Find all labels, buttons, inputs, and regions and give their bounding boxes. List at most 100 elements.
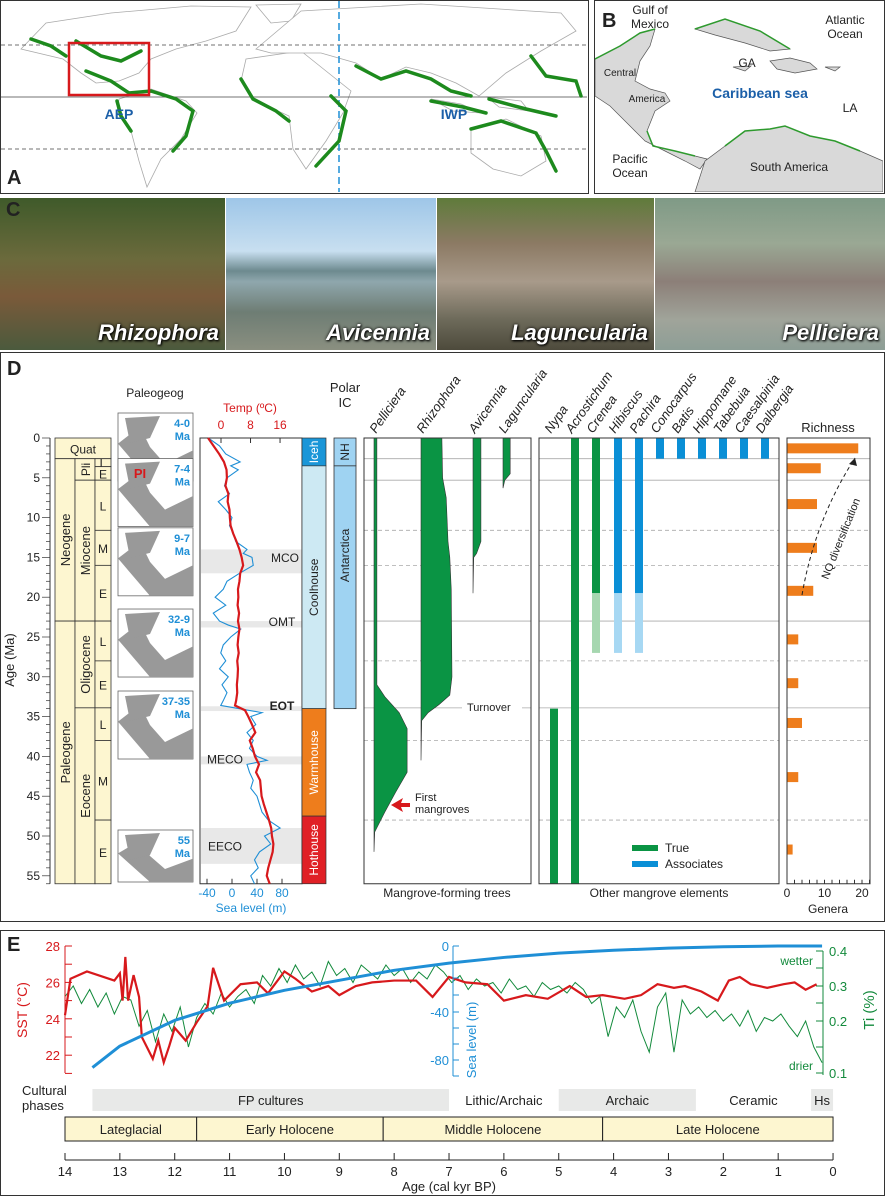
era-paleogene-label: Paleogene: [58, 721, 73, 783]
range-conocarpus: [656, 438, 664, 459]
climate-state-iceh: [301, 437, 327, 467]
first-mangroves-label: First: [415, 792, 436, 804]
age-tick-label: 12: [167, 1164, 181, 1179]
sst-tick-label: 22: [46, 1048, 60, 1063]
paleogeog-title: Paleogeog: [126, 386, 183, 400]
mangrove-coast: [724, 125, 861, 152]
age-tick-label: 30: [27, 670, 41, 684]
label-caribbean-sea: Caribbean sea: [712, 85, 808, 101]
first-mangroves-label: mangroves: [415, 804, 470, 816]
ti-tick-label: 0.4: [829, 944, 847, 959]
age-tick-label: 9: [336, 1164, 343, 1179]
photo-label: Avicennia: [326, 320, 430, 345]
sea-level-curve: [91, 944, 823, 1069]
event-band: [201, 828, 302, 864]
paleogeog-landmass: [125, 694, 160, 722]
landmass: [732, 65, 753, 72]
temp-tick-label: 8: [247, 418, 254, 432]
ti-tick-label: 0.3: [829, 979, 847, 994]
trees-caption: Mangrove-forming trees: [383, 886, 510, 900]
sst-tick-label: 24: [46, 1012, 60, 1027]
cultural-phase-label: FP cultures: [238, 1093, 304, 1108]
richness-bar: [787, 585, 814, 596]
climate-state-label: Coolhouse: [307, 558, 321, 616]
label-pacific-ocean: Ocean: [612, 166, 647, 180]
range-laguncularia: [502, 437, 511, 489]
paleogeog-age-label: 4-0: [174, 418, 190, 430]
range-avicennia: [472, 437, 482, 594]
age-tick-label: 2: [720, 1164, 727, 1179]
range-hibiscus: [614, 438, 622, 594]
subepoch-label: L: [100, 457, 107, 471]
mangrove-distribution: [29, 37, 68, 58]
age-tick-label: 20: [27, 590, 41, 604]
paleogeog-age-label: Ma: [175, 627, 191, 639]
age-tick-label: 35: [27, 710, 41, 724]
ice-sheet-antarctica: [333, 465, 357, 710]
paleogeog-age-label: 9-7: [174, 533, 190, 545]
legend-swatch-associates: [632, 861, 658, 867]
panel-a-label: A: [7, 167, 22, 189]
cultural-phase-bar: [558, 1089, 696, 1111]
mangrove-distribution: [354, 64, 473, 98]
range-caesalpinia: [740, 438, 748, 459]
mangrove-distribution: [115, 99, 133, 133]
subepoch-label: L: [100, 499, 107, 513]
photo-label: Pelliciera: [782, 320, 879, 345]
period-label: Middle Holocene: [444, 1122, 541, 1137]
age-tick-label: 7: [445, 1164, 452, 1179]
ti-tick-label: 0.2: [829, 1014, 847, 1029]
elements-frame: [538, 437, 780, 885]
event-band: [201, 706, 302, 712]
panel-e-label: E: [7, 934, 21, 956]
legend-label-true: True: [665, 841, 690, 855]
range-uncertain-hibiscus: [614, 593, 622, 653]
panel-d-label: D: [7, 358, 22, 380]
temp-tick-label: 0: [218, 418, 225, 432]
label-gulf-of-mexico: Gulf of: [632, 3, 668, 17]
sea-tick-label: 0: [229, 886, 236, 900]
period-box: [64, 1116, 198, 1142]
paleogeog-landmass: [125, 833, 160, 860]
age-tick-label: 0: [829, 1164, 836, 1179]
genera-axis-title: Genera: [808, 902, 848, 916]
ti-tick-label: 0.1: [829, 1066, 847, 1081]
continent-outline: [20, 5, 252, 84]
range-crenea: [592, 438, 600, 594]
cultural-phase-bar: [811, 1089, 834, 1111]
range-hippomane: [698, 438, 706, 459]
sea-tick-label: -40: [430, 1005, 449, 1020]
mangrove-distribution: [487, 97, 558, 118]
period-box: [602, 1116, 834, 1142]
sea-tick-label: -40: [198, 886, 216, 900]
cultural-phases-label: phases: [22, 1098, 64, 1113]
temperature-curve: [207, 437, 275, 885]
richness-bar: [787, 717, 802, 728]
age-axis-title: Age (cal kyr BP): [402, 1179, 496, 1194]
temp-tick-label: 16: [273, 418, 287, 432]
range-uncertain-crenea: [592, 593, 600, 653]
period-label: Lateglacial: [100, 1122, 162, 1137]
polar-ic-title: Polar: [330, 380, 361, 395]
age-tick-label: 11: [223, 1164, 237, 1179]
event-band: [201, 621, 302, 628]
richness-bar: [787, 634, 799, 645]
mangrove-distribution: [429, 99, 488, 115]
landmass: [769, 57, 818, 74]
genera-tick-label: 0: [784, 886, 791, 900]
climate-state-label: Hothouse: [307, 824, 321, 876]
mangrove-coast: [646, 130, 696, 157]
age-tick-label: 13: [113, 1164, 127, 1179]
ti-axis-title: Ti (%): [861, 990, 878, 1029]
label-iwp: IWP: [441, 106, 467, 122]
age-tick-label: 0: [33, 431, 40, 445]
trees-frame: [363, 437, 532, 885]
paleogeog-landmass: [125, 612, 160, 640]
age-tick-label: 55: [27, 869, 41, 883]
paleogeog-landmass: [125, 461, 160, 489]
range-nypa: [550, 708, 558, 884]
age-tick-label: 10: [277, 1164, 291, 1179]
